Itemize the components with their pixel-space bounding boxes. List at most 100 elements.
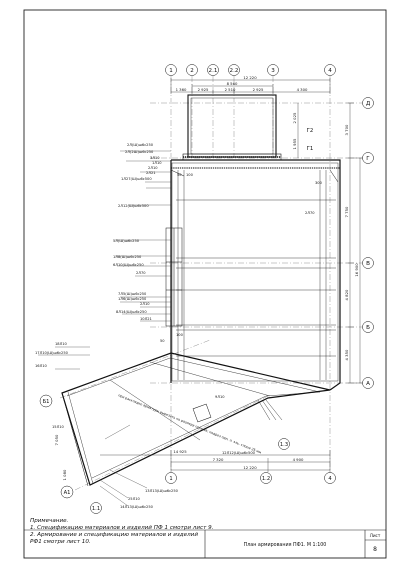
note-line: РФ1 смотри лист 10. [30,539,91,545]
sheet-label: Лист [370,533,381,538]
dim-right-tower: 2 025 [292,112,297,123]
axis-bubbles-right [362,97,374,389]
axis-label-bottom: 1.3 [280,442,288,448]
axis-label-right: Д [366,101,371,107]
rebar-callout: 12Л12(Ш)ш6с500 [222,451,256,455]
dim-top-row: 2 510 [225,87,236,92]
dim-right-tower: 1 955 [292,138,297,149]
dim-bottom: 4 900 [293,457,304,462]
axis-label-bottom: 1.2 [262,476,270,482]
dim-right-seg: 3 700 [344,124,349,135]
dim-top-row: 2 925 [198,87,209,92]
axis-bubble-bottom-1-2 [260,472,272,484]
dim-top-overall: 12 220 [243,75,257,80]
rebar-callout: 1Л27(Ш)ш6с500 [121,177,152,181]
inner-label: 100 [186,173,194,177]
rebar-callout: 13Л13(Ш)ш6с250 [145,489,179,493]
inner-label: 9Л10 [215,395,225,399]
notes-title: Примечание. [30,518,69,524]
axis-label-bottom: 4 [328,476,332,482]
right-dim-lines [297,102,364,384]
axis-label-right: А [366,381,370,387]
rebar-callout: 1Л6(Ш)ш6с250 [118,297,147,301]
opening-hatch [257,399,283,421]
tower-slab [182,94,282,161]
rebar-callout: 25Л10 [128,497,141,501]
main-slab [170,159,341,391]
rebar-callout: 2Л70 [136,271,146,275]
axis-label-top: 2 [190,68,194,74]
rebar-callout: 1Л8(Ш)ш6с250 [113,255,142,259]
inner-label: 50 [160,339,165,343]
note-line: 1. Спецификацию материалов и изделий ПФ … [30,525,214,531]
bottom-dim-lines [100,450,331,472]
inner-label: 300 [315,181,323,185]
dim-left: 7 050 [54,434,59,445]
axis-bubble-right-v [362,257,374,269]
axis-label-top: 1 [169,68,173,74]
dim-top-row: 4 300 [297,87,308,92]
sheet-number: 8 [373,546,377,553]
axis-bubble-left-b1 [39,394,53,408]
axis-bubble-bottom-1 [165,472,177,484]
top-dim-lines [170,78,331,94]
inner-label: 2Л70 [305,211,315,215]
axis-label-top: 2.2 [230,68,239,74]
rebar-callout: 15Л10 [52,425,65,429]
rebar-callout: 14Л13(Ш)ш6с250 [120,505,154,509]
rebar-callout: 2Л(2Ш)ш6с250 [125,150,154,154]
stair-opening [165,227,183,327]
axis-bubble-right-g [362,152,374,164]
axis-bubble-bottom-1-1 [90,502,102,514]
rebar-callout: 2Л12(Ш)ш6с500 [118,204,149,208]
rebar-callout: 10Л21 [140,317,152,321]
dim-bottom: 7 320 [213,457,224,462]
axis-bubble-right-b [362,321,374,333]
axis-label-top: 2.1 [209,68,218,74]
callout-leaders [38,150,171,507]
axis-bubble-right-d [362,97,374,109]
axis-label-left: Б1 [43,399,50,405]
axis-label-right: В [366,261,370,267]
dim-right-seg: 4 350 [344,349,349,360]
axis-bubble-left-a1 [60,485,74,499]
rebar-callout: 17Л10(Ш)ш6с250 [35,351,69,355]
axis-bubble-bottom-1-3 [278,438,290,450]
inner-label: 50 [177,173,182,177]
dim-right-seg: 4 820 [344,289,349,300]
drawing-notes: Примечание. 1. Спецификацию материалов и… [30,518,214,546]
axis-bubble-top-2 [186,64,198,76]
axis-bubble-bottom-4 [324,472,336,484]
rebar-callout: 5Л(Ш)ш6с250 [113,239,140,243]
dim-top-row: 1 360 [176,87,187,92]
axis-bubbles-bottom [90,438,336,514]
inner-label: 100 [176,333,184,337]
rebar-callout: 2Л(Ш)ш6с250 [127,143,154,147]
axis-label-bottom: 1 [169,476,172,482]
axis-bubble-top-2-2 [228,64,240,76]
rebar-callout: 7Л5(Ш)ш6с250 [118,292,147,296]
tower-label-g1: Г1 [307,146,314,152]
axis-bubble-top-2-1 [207,64,219,76]
dim-top-row: 2 925 [253,87,264,92]
axis-bubble-top-4 [324,64,336,76]
tower-label-g2: Г2 [307,128,314,134]
drawing-title: План армирования ПФ1. М 1:100 [244,542,327,548]
axis-label-right: Г [366,156,370,162]
axis-label-top: 3 [271,68,275,74]
rebar-callout: 2Л21 [146,171,156,175]
rebar-callout: 6Л10(Ш)ш6с250 [113,263,144,267]
rebar-callout: 3Л10 [150,156,160,160]
dim-bottom: 14 925 [173,449,187,454]
axis-bubbles-top [165,64,336,76]
rebar-callout: 1Л10 [152,161,162,165]
rebar-callout: 8Л14(Ш)ш6с250 [116,310,147,314]
opening-note: при раскладке арматуры вырезать по разме… [118,393,263,455]
rebar-callout: 18Л10 [55,342,68,346]
dim-right-seg: 7 750 [344,206,349,217]
rebar-callout: 2Л10 [148,166,158,170]
dim-right-overall: 16 900 [354,263,359,277]
dim-top-tower: 8 560 [227,81,238,86]
title-block-frame [24,529,386,558]
